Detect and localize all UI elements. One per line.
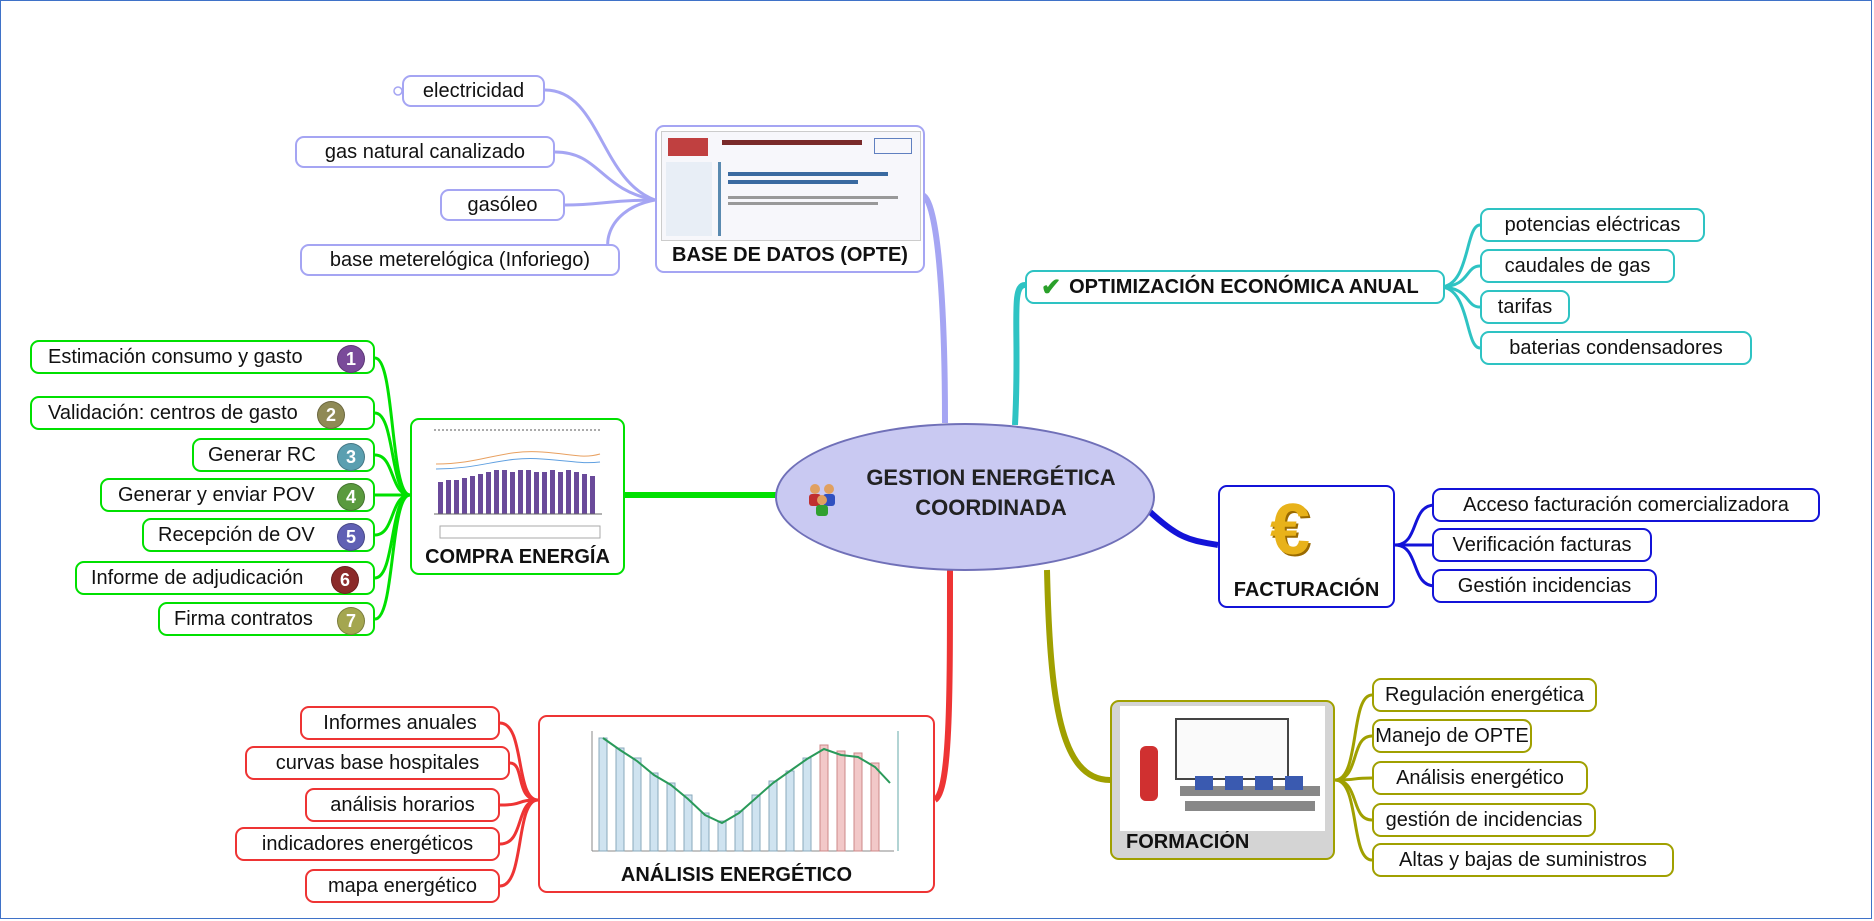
optimizacion-item-caudales[interactable]: caudales de gas: [1480, 249, 1675, 283]
analysis-chart-thumbnail: [554, 723, 924, 863]
compra-topic[interactable]: COMPRA ENERGÍA: [410, 418, 625, 575]
compra-item-label: Firma contratos: [174, 607, 313, 630]
connector-optimizacion: [1012, 282, 1026, 426]
base-datos-item-electricidad[interactable]: electricidad: [402, 75, 545, 107]
base-datos-topic[interactable]: BASE DE DATOS (OPTE): [655, 125, 925, 273]
compra-item-estimacion[interactable]: Estimación consumo y gasto 1: [30, 340, 375, 374]
database-screenshot-thumbnail: [661, 131, 921, 241]
compra-item-label: Informe de adjudicación: [91, 566, 304, 589]
formacion-topic[interactable]: FORMACIÓN: [1110, 700, 1335, 860]
central-topic[interactable]: GESTION ENERGÉTICA COORDINADA: [775, 423, 1155, 571]
compra-label: COMPRA ENERGÍA: [425, 546, 610, 568]
base-datos-item-gasoleo[interactable]: gasóleo: [440, 189, 565, 221]
facturacion-item-acceso[interactable]: Acceso facturación comercializadora: [1432, 488, 1820, 522]
analisis-label: ANÁLISIS ENERGÉTICO: [620, 864, 853, 886]
optimizacion-item-tarifas[interactable]: tarifas: [1480, 290, 1570, 324]
compra-item-firma[interactable]: Firma contratos 7: [158, 602, 375, 636]
analisis-item-curvas[interactable]: curvas base hospitales: [245, 746, 510, 780]
connector-formacion: [1044, 569, 1111, 783]
facturacion-label: FACTURACIÓN: [1233, 579, 1380, 601]
central-topic-title: GESTION ENERGÉTICA COORDINADA: [866, 465, 1116, 520]
formacion-item-altas-bajas[interactable]: Altas y bajas de suministros: [1372, 843, 1674, 877]
analisis-item-informes[interactable]: Informes anuales: [300, 706, 500, 740]
people-icon: [805, 480, 839, 516]
formacion-item-manejo-opte[interactable]: Manejo de OPTE: [1372, 719, 1532, 753]
optimizacion-item-potencias[interactable]: potencias eléctricas: [1480, 208, 1705, 242]
optimizacion-item-baterias[interactable]: baterias condensadores: [1480, 331, 1752, 365]
compra-item-generar-rc[interactable]: Generar RC 3: [192, 438, 375, 472]
formacion-label: FORMACIÓN: [1126, 831, 1250, 853]
facturacion-item-incidencias[interactable]: Gestión incidencias: [1432, 569, 1657, 603]
optimizacion-topic[interactable]: ✔ OPTIMIZACIÓN ECONÓMICA ANUAL: [1025, 270, 1445, 304]
compra-item-informe[interactable]: Informe de adjudicación 6: [75, 561, 375, 595]
analisis-item-mapa[interactable]: mapa energético: [305, 869, 500, 903]
check-icon: ✔: [1041, 273, 1062, 301]
connector-facturacion: [1145, 507, 1219, 548]
compra-item-label: Generar y enviar POV: [118, 483, 315, 506]
formacion-item-analisis[interactable]: Análisis energético: [1372, 761, 1588, 795]
number-4-icon: 4: [337, 483, 365, 511]
number-2-icon: 2: [317, 401, 345, 429]
facturacion-topic[interactable]: € FACTURACIÓN: [1218, 485, 1395, 608]
connector-base-datos: [919, 192, 948, 424]
compra-item-label: Validación: centros de gasto: [48, 401, 298, 424]
compra-item-label: Generar RC: [208, 443, 316, 466]
compra-item-label: Recepción de OV: [158, 523, 315, 546]
base-datos-item-gas-natural[interactable]: gas natural canalizado: [295, 136, 555, 168]
number-1-icon: 1: [337, 345, 365, 373]
compra-item-recepcion[interactable]: Recepción de OV 5: [142, 518, 375, 552]
facturacion-item-verificacion[interactable]: Verificación facturas: [1432, 528, 1652, 562]
formacion-item-regulacion[interactable]: Regulación energética: [1372, 678, 1597, 712]
optimizacion-label: OPTIMIZACIÓN ECONÓMICA ANUAL: [1069, 275, 1419, 298]
compra-item-label: Estimación consumo y gasto: [48, 345, 303, 368]
base-datos-label: BASE DE DATOS (OPTE): [672, 244, 908, 266]
compra-item-generar-pov[interactable]: Generar y enviar POV 4: [100, 478, 375, 512]
base-datos-item-meteorologica[interactable]: base meterelógica (Inforiego): [300, 244, 620, 276]
number-5-icon: 5: [337, 523, 365, 551]
formacion-item-incidencias[interactable]: gestión de incidencias: [1372, 803, 1596, 837]
compra-item-validacion[interactable]: Validación: centros de gasto 2: [30, 396, 375, 430]
euro-icon: €: [1270, 490, 1311, 570]
classroom-illustration: [1120, 706, 1325, 831]
analisis-topic[interactable]: ANÁLISIS ENERGÉTICO: [538, 715, 935, 893]
number-7-icon: 7: [337, 607, 365, 635]
number-3-icon: 3: [337, 443, 365, 471]
purchase-chart-thumbnail: [422, 424, 614, 544]
connector-analisis: [932, 569, 953, 803]
analisis-item-horarios[interactable]: análisis horarios: [305, 788, 500, 822]
number-6-icon: 6: [331, 566, 359, 594]
analisis-item-indicadores[interactable]: indicadores energéticos: [235, 827, 500, 861]
